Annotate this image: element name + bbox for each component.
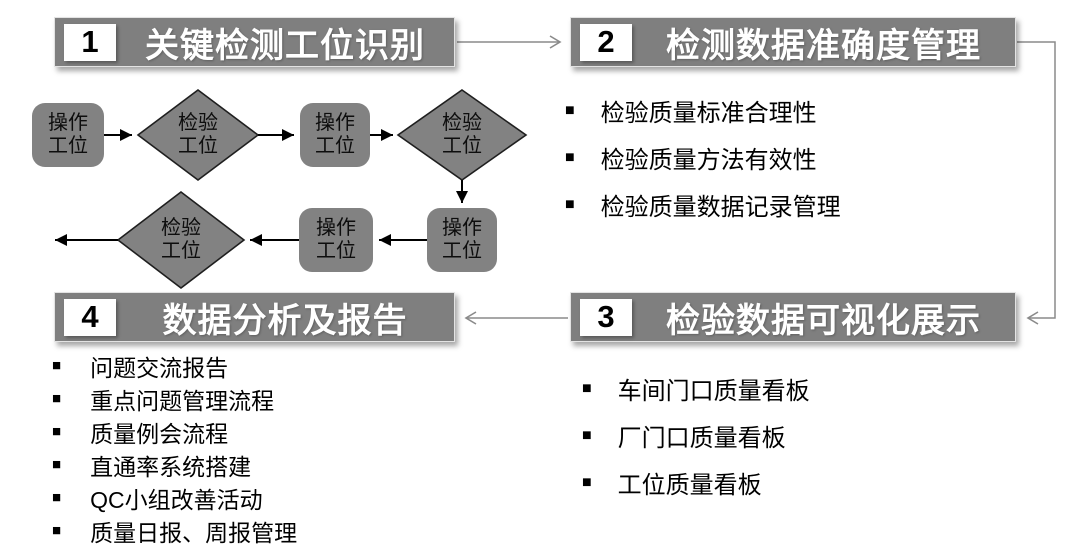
list-item-label: 直通率系统搭建 [90, 453, 252, 480]
bullet-square-icon: ■ [565, 195, 575, 213]
list-item: ■ 检验质量标准合理性 [565, 87, 841, 134]
list-item-label: 厂门口质量看板 [617, 425, 786, 452]
operation-station-label: 操作 工位 [315, 112, 355, 157]
section4-header: 4 数据分析及报告 [54, 292, 455, 342]
section3-number-badge: 3 [580, 298, 632, 336]
list-item-label: 检验质量数据记录管理 [600, 194, 841, 221]
operation-station-label: 操作 工位 [442, 217, 482, 262]
inspection-station-label: 检验 工位 [442, 112, 482, 157]
bullet-square-icon: ■ [565, 148, 575, 166]
inspection-station-label: 检验 工位 [178, 112, 218, 157]
operation-station-label: 操作 工位 [48, 112, 88, 157]
section2-bullet-list: ■ 检验质量标准合理性 ■ 检验质量方法有效性 ■ 检验质量数据记录管理 [565, 87, 841, 228]
bullet-square-icon: ■ [565, 101, 575, 119]
list-item: ■ 重点问题管理流程 [52, 382, 297, 415]
bullet-square-icon: ■ [52, 489, 62, 506]
list-item: ■ 车间门口质量看板 [582, 365, 810, 412]
list-item-label: QC小组改善活动 [90, 486, 263, 513]
list-item: ■ 问题交流报告 [52, 349, 297, 382]
section2-title: 检测数据准确度管理 [666, 26, 981, 65]
section1-number-badge: 1 [64, 23, 116, 61]
section1-header: 1 关键检测工位识别 [54, 17, 455, 67]
list-item-label: 重点问题管理流程 [90, 387, 275, 414]
bullet-square-icon: ■ [582, 379, 592, 397]
list-item: ■ QC小组改善活动 [52, 481, 297, 514]
connector-arrow-2-to-3 [1017, 41, 1056, 325]
section4-title: 数据分析及报告 [162, 301, 408, 340]
section4-number-badge: 4 [64, 298, 116, 336]
bullet-square-icon: ■ [52, 390, 62, 407]
list-item: ■ 直通率系统搭建 [52, 448, 297, 481]
list-item-label: 工位质量看板 [617, 472, 762, 499]
bullet-square-icon: ■ [52, 357, 62, 374]
list-item-label: 车间门口质量看板 [617, 378, 810, 405]
list-item: ■ 质量例会流程 [52, 415, 297, 448]
list-item-label: 检验质量方法有效性 [600, 147, 817, 174]
section3-title: 检验数据可视化展示 [666, 301, 981, 340]
bullet-square-icon: ■ [582, 426, 592, 444]
bullet-square-icon: ■ [52, 522, 62, 539]
bullet-square-icon: ■ [52, 423, 62, 440]
list-item-label: 问题交流报告 [90, 354, 229, 381]
bullet-square-icon: ■ [52, 456, 62, 473]
section3-bullet-list: ■ 车间门口质量看板 ■ 厂门口质量看板 ■ 工位质量看板 [582, 365, 810, 506]
inspection-station-label: 检验 工位 [161, 217, 201, 262]
list-item: ■ 质量日报、周报管理 [52, 514, 297, 547]
section3-header: 3 检验数据可视化展示 [570, 292, 1016, 342]
list-item-label: 质量例会流程 [90, 420, 229, 447]
section2-header: 2 检测数据准确度管理 [570, 17, 1016, 67]
section4-bullet-list: ■ 问题交流报告 ■ 重点问题管理流程 ■ 质量例会流程 ■ 直通率系统搭建 ■… [52, 349, 297, 547]
list-item: ■ 检验质量方法有效性 [565, 134, 841, 181]
operation-station-label: 操作 工位 [316, 217, 356, 262]
section1-title: 关键检测工位识别 [145, 26, 425, 65]
list-item: ■ 工位质量看板 [582, 459, 810, 506]
list-item: ■ 厂门口质量看板 [582, 412, 810, 459]
list-item: ■ 检验质量数据记录管理 [565, 181, 841, 228]
section2-number-badge: 2 [580, 23, 632, 61]
list-item-label: 质量日报、周报管理 [90, 519, 298, 546]
list-item-label: 检验质量标准合理性 [600, 100, 817, 127]
bullet-square-icon: ■ [582, 473, 592, 491]
